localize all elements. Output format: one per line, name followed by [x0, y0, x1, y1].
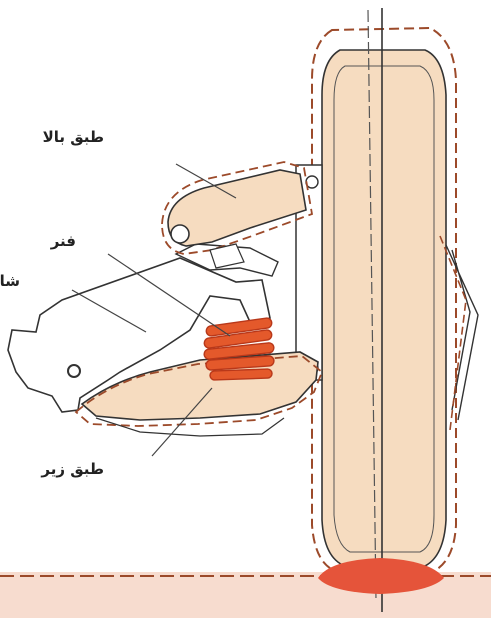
tire-shaded	[322, 50, 446, 566]
label-spring: فنر	[50, 232, 76, 250]
label-chassis: شاسی	[0, 272, 20, 290]
label-lower-arm: طبق زیر	[40, 460, 104, 478]
label-upper-arm: طبق بالا	[43, 128, 104, 146]
upper-arm-pivot	[171, 225, 189, 243]
wheel	[312, 8, 478, 612]
chassis-bolt	[68, 365, 80, 377]
coil-spring	[204, 317, 275, 380]
spring-coil-5	[210, 369, 272, 380]
lower-arm-underside	[96, 418, 284, 436]
